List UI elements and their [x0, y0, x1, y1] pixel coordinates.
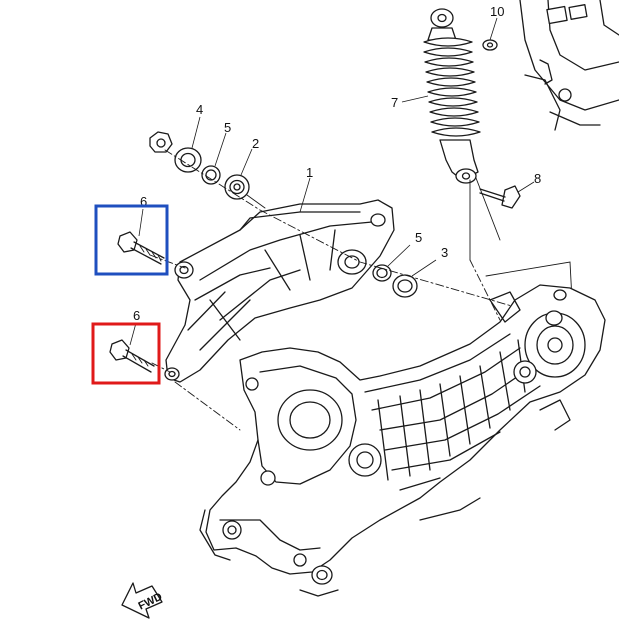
callout-8: 8 — [534, 171, 541, 186]
callout-2: 2 — [252, 136, 259, 151]
upper-bolt-highlight-box — [94, 204, 169, 276]
callout-3: 3 — [441, 245, 448, 260]
lower-bolt-highlight-box — [91, 322, 161, 385]
washer-10 — [482, 17, 498, 51]
bearing-4-ring — [174, 116, 202, 173]
callout-labels: 1 2 3 4 5 5 6 6 7 8 10 — [133, 4, 541, 323]
callout-10: 10 — [490, 4, 504, 19]
callout-7: 7 — [391, 95, 398, 110]
crankcase-assembly — [199, 284, 606, 597]
rear-shock-absorber — [423, 8, 501, 261]
callout-1: 1 — [306, 165, 313, 180]
fwd-direction-arrow: FWD — [121, 582, 164, 619]
nut-4 — [149, 131, 173, 153]
bolt-6-lower — [109, 322, 155, 373]
bearing-3 — [392, 259, 437, 298]
callout-4: 4 — [196, 102, 203, 117]
bearing-2 — [224, 148, 266, 209]
callout-6-lower: 6 — [133, 308, 140, 323]
bolt-6-upper — [117, 208, 165, 265]
frame-rail — [519, 0, 619, 131]
shock-spring — [423, 37, 481, 137]
collar-5-lower — [372, 244, 411, 282]
callout-5-upper: 5 — [224, 120, 231, 135]
bolt-8 — [479, 181, 535, 209]
collar-5-upper — [201, 132, 227, 185]
callout-6-upper: 6 — [140, 194, 147, 209]
callout-5-lower: 5 — [415, 230, 422, 245]
engine-bracket-1 — [164, 177, 395, 383]
